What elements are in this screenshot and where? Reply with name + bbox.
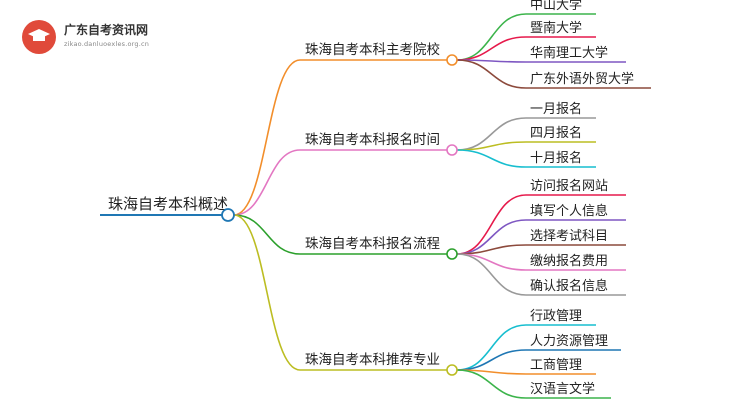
graduation-cap-icon <box>28 29 50 41</box>
branch-connector <box>233 59 301 216</box>
leaf-connector <box>456 59 527 89</box>
leaf-label: 暨南大学 <box>530 20 582 36</box>
leaf-label: 四月报名 <box>530 125 582 141</box>
root-label: 珠海自考本科概述 <box>108 195 228 213</box>
branch-connector <box>233 214 301 255</box>
leaf-connector <box>456 13 527 61</box>
leaf-label: 访问报名网站 <box>530 178 608 194</box>
branch-label: 珠海自考本科主考院校 <box>305 41 440 58</box>
branch-label: 珠海自考本科报名流程 <box>305 236 440 252</box>
leaf-label: 中山大学 <box>530 0 582 13</box>
leaf-label: 十月报名 <box>530 150 582 166</box>
leaf-label: 确认报名信息 <box>530 278 608 294</box>
logo-badge <box>22 20 56 54</box>
leaf-label: 人力资源管理 <box>530 334 608 349</box>
branch-node <box>446 248 458 260</box>
branch-node <box>446 364 458 376</box>
logo-subtitle: zikao.danluoexles.org.cn <box>64 40 150 48</box>
leaf-label: 一月报名 <box>530 101 582 117</box>
leaf-connector <box>456 194 527 255</box>
site-logo: 广东自考资讯网 zikao.danluoexles.org.cn <box>22 20 262 54</box>
leaf-connector <box>456 253 527 271</box>
leaf-connector <box>456 324 527 371</box>
branch-label: 珠海自考本科报名时间 <box>305 132 440 148</box>
branch-node <box>446 144 458 156</box>
leaf-label: 填写个人信息 <box>530 203 608 219</box>
root-node <box>221 208 235 222</box>
leaf-connector <box>456 36 527 61</box>
branch-node <box>446 54 458 66</box>
leaf-label: 华南理工大学 <box>530 45 608 61</box>
branch-connector <box>233 149 301 216</box>
branch-connector <box>233 214 301 371</box>
leaf-label: 汉语言文学 <box>530 381 595 397</box>
leaf-label: 行政管理 <box>530 309 582 324</box>
leaf-connector <box>456 349 527 371</box>
leaf-label: 工商管理 <box>530 358 582 373</box>
leaf-label: 选择考试科目 <box>530 229 608 244</box>
leaf-label: 广东外语外贸大学 <box>530 71 634 87</box>
leaf-label: 缴纳报名费用 <box>530 253 608 269</box>
leaf-connector <box>456 369 527 399</box>
leaf-connector <box>456 253 527 296</box>
branch-label: 珠海自考本科推荐专业 <box>305 352 440 368</box>
leaf-connector <box>456 149 527 168</box>
logo-title: 广东自考资讯网 <box>64 23 149 37</box>
